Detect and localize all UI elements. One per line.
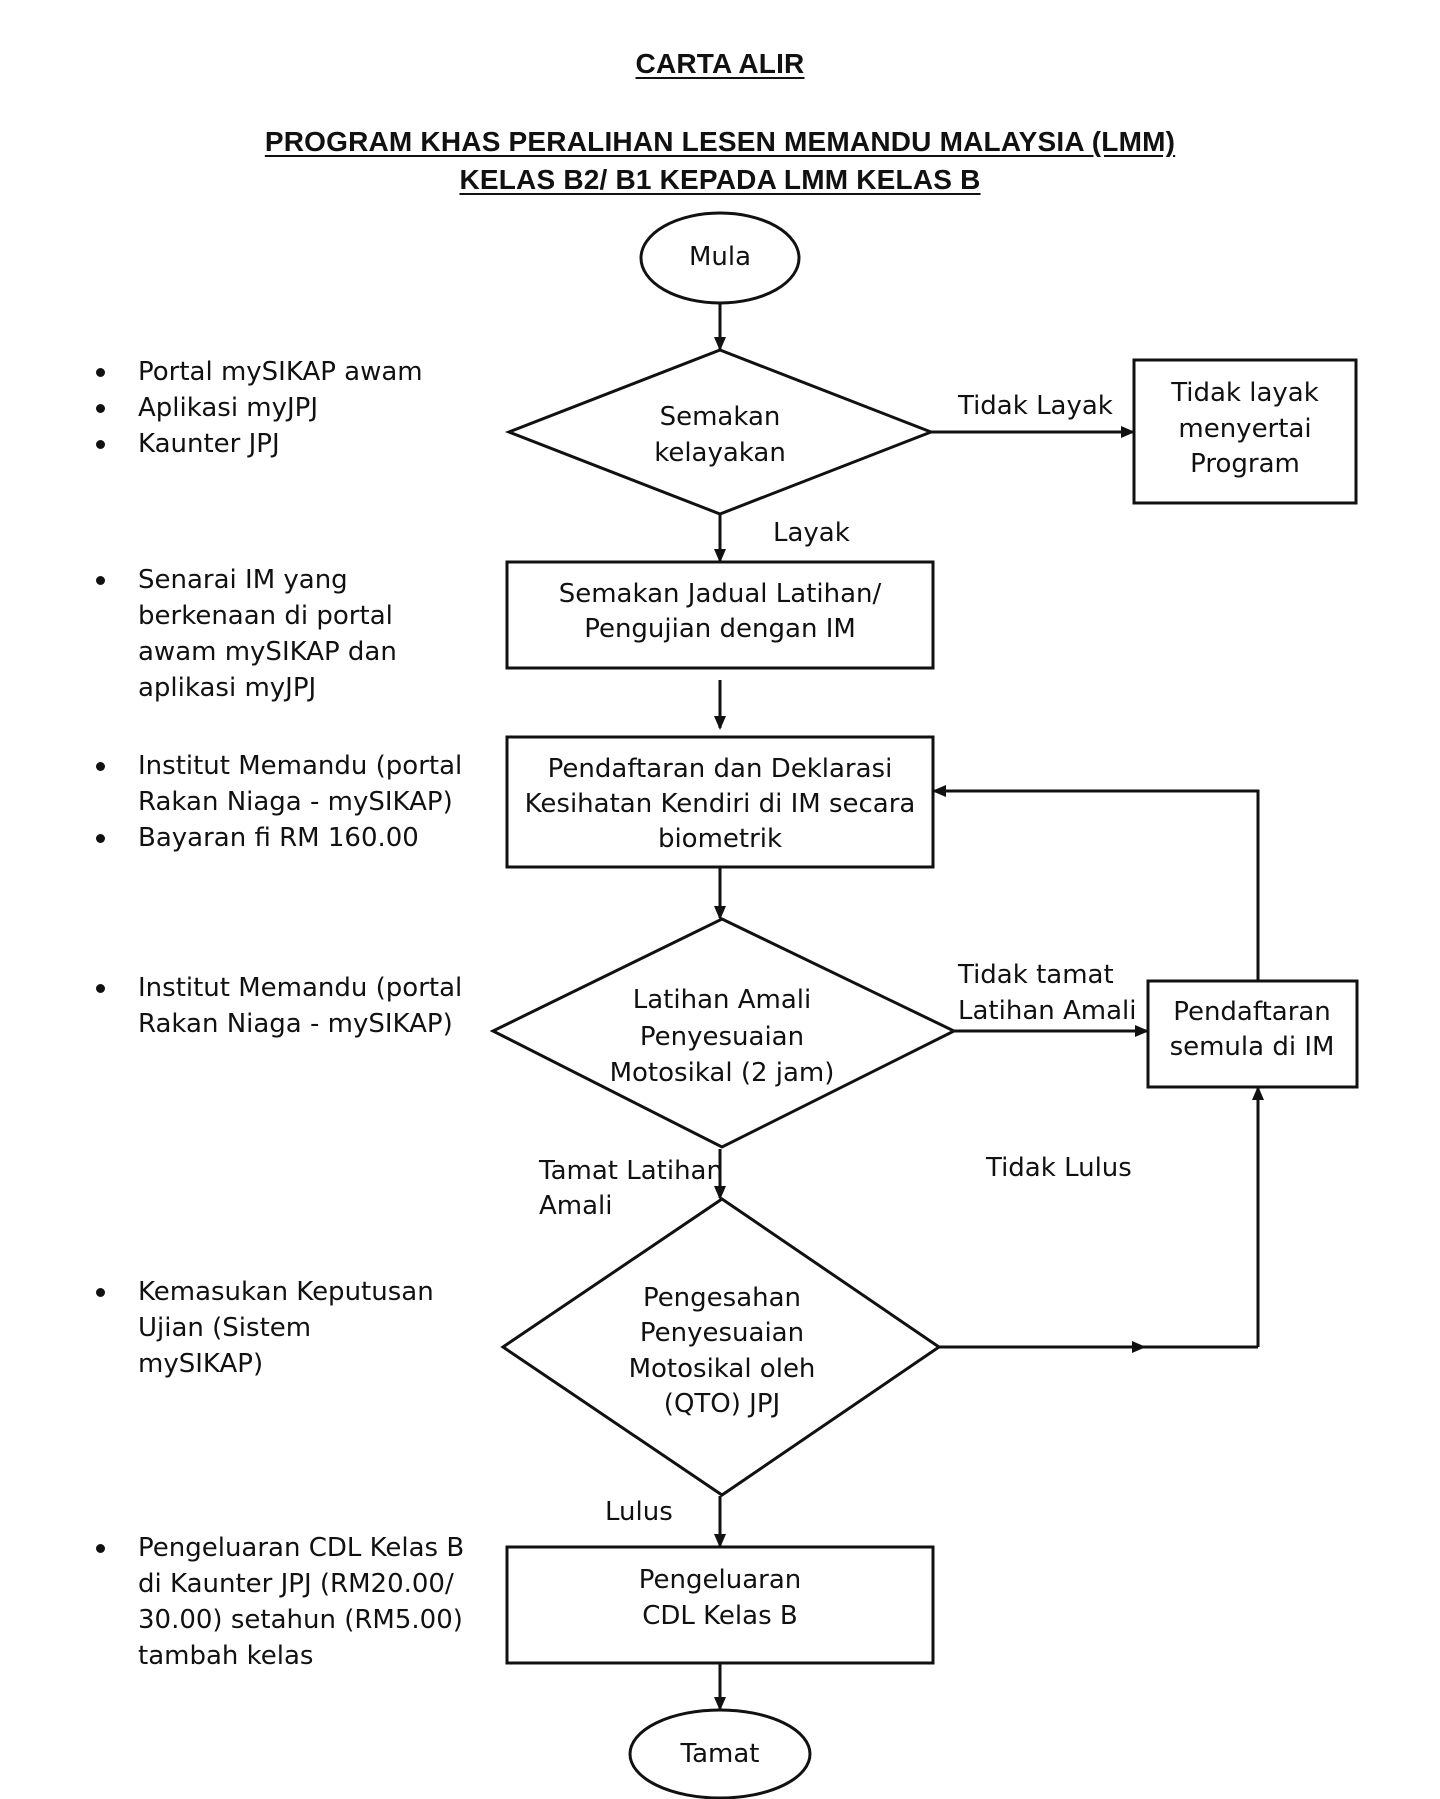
verification-text: (QTO) JPJ bbox=[664, 1389, 780, 1419]
completed-edge-label: Amali bbox=[539, 1191, 613, 1221]
side-note-item: Institut Memandu (portal Rakan Niaga - m… bbox=[96, 748, 466, 820]
passed-edge-label: Lulus bbox=[605, 1497, 673, 1527]
side-note-issuance: Pengeluaran CDL Kelas B di Kaunter JPJ (… bbox=[96, 1530, 476, 1674]
arrow-reregistration-loop bbox=[932, 785, 1260, 980]
eligibility-label: Semakan bbox=[660, 402, 781, 432]
eligibility-label: kelayakan bbox=[654, 438, 786, 468]
reregistration-text: Pendaftaran bbox=[1173, 997, 1331, 1027]
side-note-item: Kaunter JPJ bbox=[96, 426, 496, 462]
side-note-item: Kemasukan Keputusan Ujian (Sistem mySIKA… bbox=[96, 1274, 436, 1382]
issuance-text: CDL Kelas B bbox=[642, 1601, 797, 1631]
side-note-item: Senarai IM yang berkenaan di portal awam… bbox=[96, 562, 466, 706]
not-completed-edge-label: Latihan Amali bbox=[958, 996, 1136, 1026]
training-text: Penyesuaian bbox=[640, 1022, 804, 1052]
training-decision bbox=[489, 917, 958, 1149]
registration-text: biometrik bbox=[658, 824, 782, 854]
verification-text: Motosikal oleh bbox=[629, 1354, 816, 1384]
side-note-im-list: Senarai IM yang berkenaan di portal awam… bbox=[96, 562, 466, 706]
schedule-check-text: Pengujian dengan IM bbox=[584, 614, 856, 644]
schedule-check-text: Semakan Jadual Latihan/ bbox=[559, 579, 882, 609]
eligibility-decision bbox=[504, 348, 936, 516]
not-eligible-text: Program bbox=[1190, 449, 1300, 479]
subtitle-line-1: PROGRAM KHAS PERALIHAN LESEN MEMANDU MAL… bbox=[264, 126, 1176, 157]
side-note-item: Bayaran fi RM 160.00 bbox=[96, 820, 466, 856]
failed-edge-label: Tidak Lulus bbox=[985, 1153, 1132, 1183]
training-text: Motosikal (2 jam) bbox=[610, 1058, 835, 1088]
page-title: CARTA ALIR bbox=[635, 48, 805, 79]
registration-box bbox=[505, 735, 935, 869]
training-text: Latihan Amali bbox=[633, 985, 811, 1015]
start-terminal bbox=[639, 211, 801, 305]
side-note-results: Kemasukan Keputusan Ujian (Sistem mySIKA… bbox=[96, 1274, 436, 1382]
side-note-item: Portal mySIKAP awam bbox=[96, 354, 496, 390]
side-note-registration: Institut Memandu (portal Rakan Niaga - m… bbox=[96, 748, 466, 856]
side-note-item: Pengeluaran CDL Kelas B di Kaunter JPJ (… bbox=[96, 1530, 476, 1674]
end-label: Tamat bbox=[680, 1739, 760, 1769]
registration-text: Pendaftaran dan Deklarasi bbox=[548, 754, 893, 784]
not-completed-edge-label: Tidak tamat bbox=[957, 960, 1114, 990]
not-eligible-text: Tidak layak bbox=[1170, 378, 1319, 408]
verification-text: Penyesuaian bbox=[640, 1318, 804, 1348]
verification-text: Pengesahan bbox=[643, 1283, 801, 1313]
reregistration-text: semula di IM bbox=[1170, 1032, 1335, 1062]
side-note-eligibility-channels: Portal mySIKAP awam Aplikasi myJPJ Kaunt… bbox=[96, 354, 496, 462]
side-note-item: Aplikasi myJPJ bbox=[96, 390, 496, 426]
completed-edge-label: Tamat Latihan bbox=[538, 1156, 723, 1186]
start-label: Mula bbox=[689, 242, 751, 272]
registration-text: Kesihatan Kendiri di IM secara bbox=[525, 789, 916, 819]
not-eligible-edge-label: Tidak Layak bbox=[957, 391, 1113, 421]
side-note-training: Institut Memandu (portal Rakan Niaga - m… bbox=[96, 970, 466, 1042]
subtitle-line-2: KELAS B2/ B1 KEPADA LMM KELAS B bbox=[459, 164, 981, 195]
not-eligible-text: menyertai bbox=[1178, 414, 1311, 444]
issuance-text: Pengeluaran bbox=[639, 1565, 801, 1595]
side-note-item: Institut Memandu (portal Rakan Niaga - m… bbox=[96, 970, 466, 1042]
verification-decision bbox=[500, 1197, 942, 1497]
eligible-edge-label: Layak bbox=[773, 518, 850, 548]
